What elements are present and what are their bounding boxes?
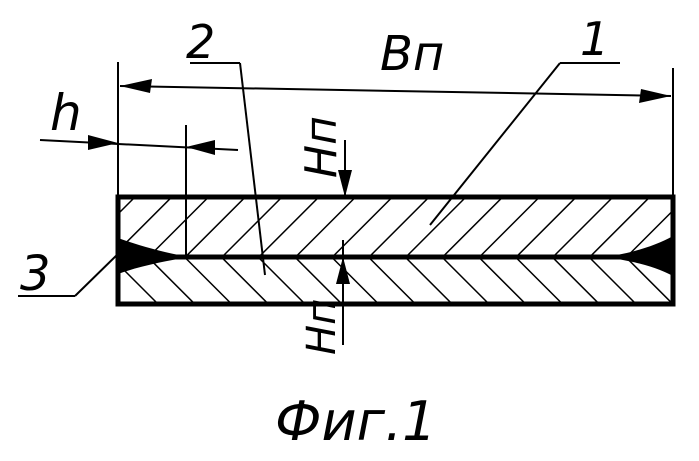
upper-plate	[118, 197, 673, 257]
label-part-1: 1	[580, 12, 609, 66]
h-arrow-left	[88, 135, 118, 150]
figure-caption: Фиг.1	[275, 390, 436, 453]
leader-line-3-diag	[75, 250, 122, 296]
width-dimension-line	[120, 86, 671, 96]
h-arrow-right	[186, 140, 215, 155]
width-arrow-left	[120, 79, 152, 93]
width-arrow-right	[639, 89, 671, 103]
label-offset: h	[50, 84, 82, 142]
label-part-2: 2	[186, 15, 215, 69]
label-width: Bп	[380, 26, 444, 82]
label-upper-thickness: Hп	[296, 116, 347, 178]
lower-plate	[118, 257, 673, 304]
label-lower-thickness: Hп	[299, 299, 345, 355]
label-part-3: 3	[20, 246, 51, 302]
